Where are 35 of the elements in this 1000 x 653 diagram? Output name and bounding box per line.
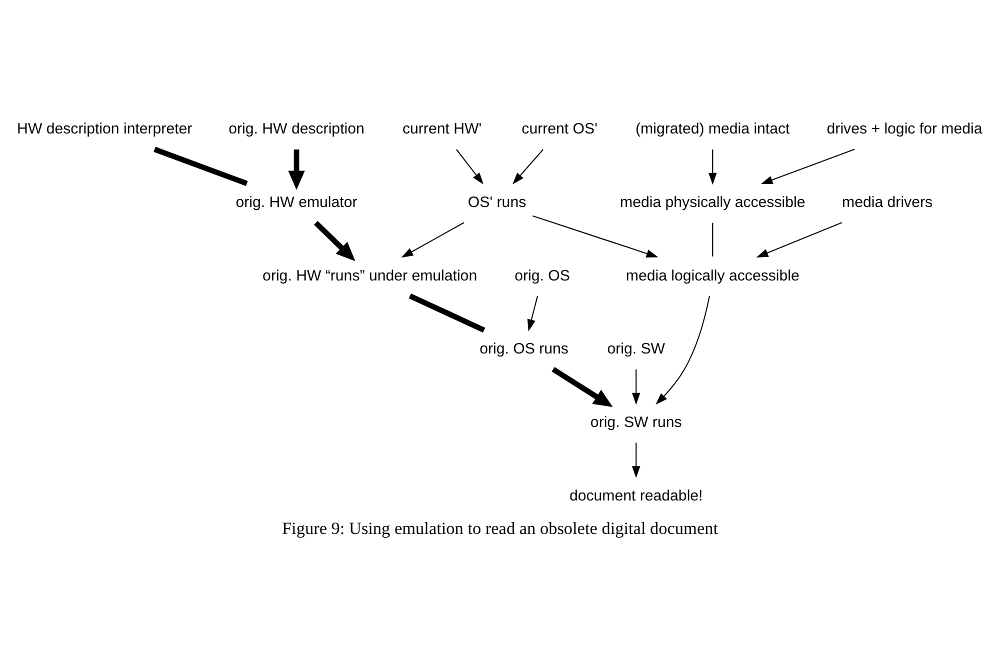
node-text: media logically accessible — [626, 266, 800, 284]
arrow — [552, 366, 613, 407]
node-text: OS' runs — [468, 194, 526, 211]
connector — [408, 292, 486, 332]
arrow — [632, 442, 640, 478]
arrow — [314, 220, 356, 261]
arrow — [401, 222, 464, 258]
node-text: (migrated) media intact — [636, 120, 790, 138]
node-text: orig. HW emulator — [236, 194, 358, 211]
connector — [154, 146, 248, 186]
node-text: current HW' — [402, 120, 482, 138]
arrow — [656, 295, 710, 404]
node-text: orig. OS — [514, 266, 570, 284]
node-text: orig. HW “runs” under emulation — [262, 266, 478, 284]
node-text: drives + logic for media — [826, 120, 982, 138]
node-text: document readable! — [569, 486, 703, 504]
arrow — [632, 368, 640, 404]
node-text: media physically accessible — [620, 194, 806, 211]
node-text: current OS' — [522, 120, 598, 138]
node-text: orig. OS runs — [480, 340, 568, 358]
arrow — [527, 295, 538, 331]
node-text: orig. HW description — [228, 120, 364, 138]
arrow — [760, 148, 855, 184]
node-text: HW description interpreter — [17, 120, 192, 138]
node-text: media drivers — [842, 194, 933, 211]
caption: Figure 9: Using emulation to read an obsolete digital document — [282, 518, 718, 538]
arrow — [288, 149, 305, 190]
arrow — [708, 149, 717, 184]
arrow — [456, 148, 484, 184]
connector — [712, 222, 714, 256]
node-text: orig. SW — [607, 340, 666, 358]
arrow — [512, 148, 544, 184]
node-text: orig. SW runs — [590, 413, 682, 430]
arrow — [756, 222, 842, 257]
arrow — [532, 214, 658, 258]
